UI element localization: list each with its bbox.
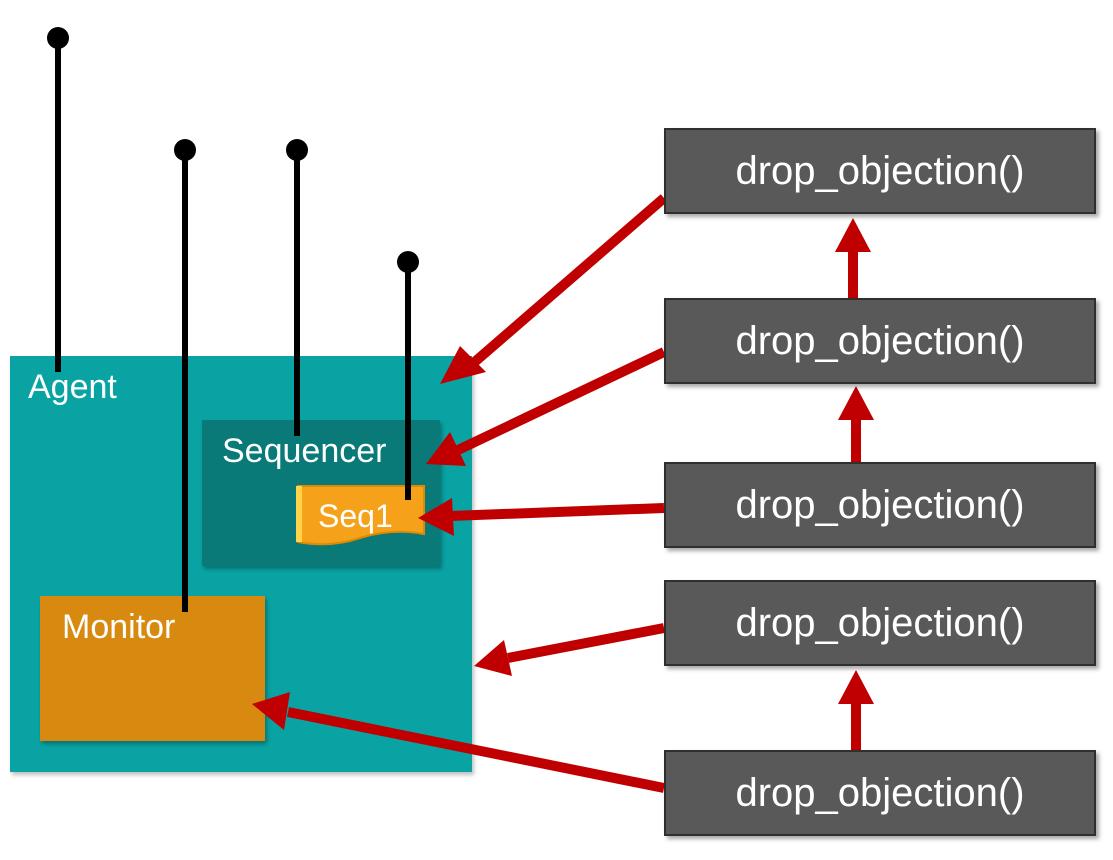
drop-objection-box-3: drop_objection() bbox=[664, 462, 1096, 548]
drop-objection-box-2: drop_objection() bbox=[664, 298, 1096, 384]
pin-agent bbox=[47, 27, 69, 372]
arrow-drop5-to-monitor bbox=[252, 692, 665, 793]
pin-seq1 bbox=[397, 251, 419, 500]
arrow-drop4-to-agent bbox=[474, 623, 665, 676]
sequencer-label: Sequencer bbox=[222, 432, 387, 470]
arrow-drop1-to-agent bbox=[440, 194, 668, 384]
up-arrow-2-to-1 bbox=[835, 218, 871, 298]
pin-monitor bbox=[174, 139, 196, 612]
drop-objection-box-4: drop_objection() bbox=[664, 580, 1096, 666]
drop-objection-box-1: drop_objection() bbox=[664, 128, 1096, 214]
pin-sequencer bbox=[286, 139, 308, 436]
seq1-edge bbox=[296, 486, 302, 542]
monitor-box bbox=[40, 596, 265, 741]
up-arrow-3-to-2 bbox=[838, 386, 874, 462]
agent-label: Agent bbox=[28, 368, 117, 406]
drop-objection-box-5: drop_objection() bbox=[664, 750, 1096, 836]
seq1-label: Seq1 bbox=[318, 498, 393, 534]
arrow-drop2-to-sequencer bbox=[426, 347, 667, 466]
seq1-shape bbox=[297, 485, 425, 546]
up-arrow-5-to-4 bbox=[838, 670, 874, 750]
arrow-drop3-to-seq1 bbox=[418, 498, 665, 536]
monitor-label: Monitor bbox=[62, 608, 176, 646]
